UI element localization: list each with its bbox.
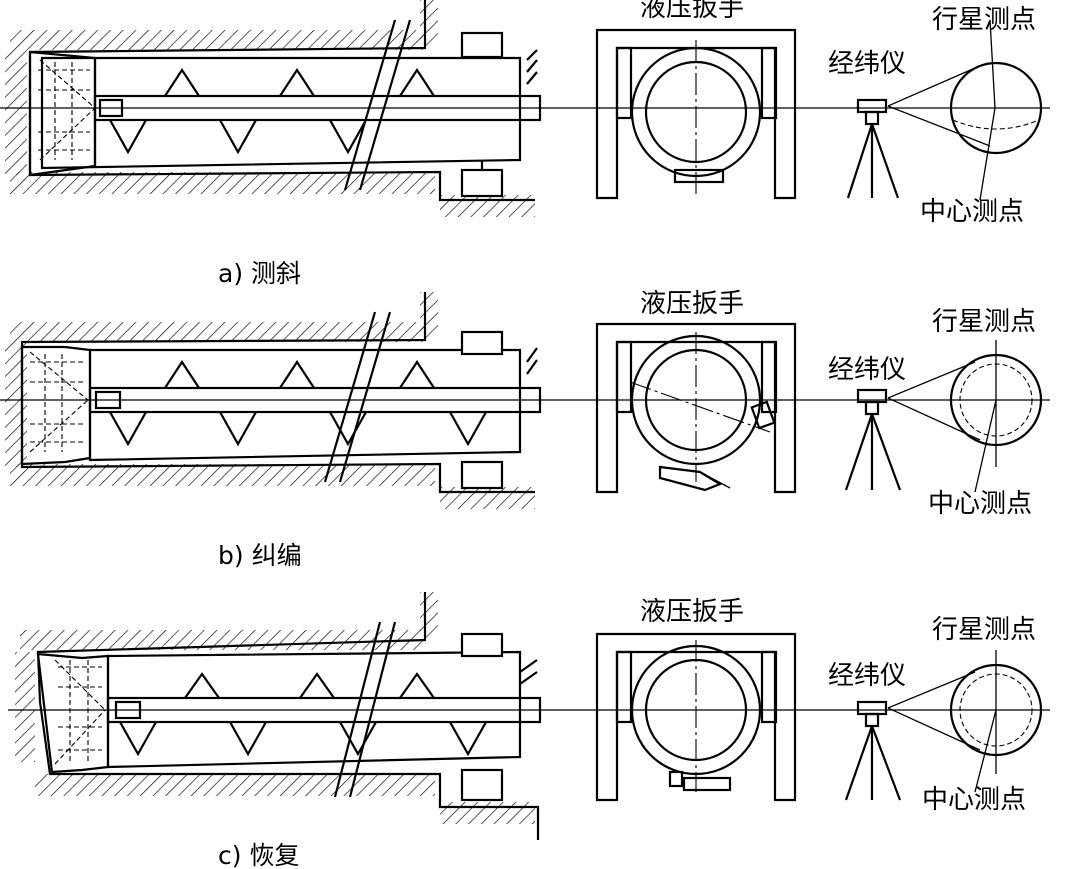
panel-a: 液压扳手 经纬仪 行星测点 中心测点 a) 测斜 [0, 0, 1050, 288]
panel-caption: c) 恢复 [218, 841, 299, 869]
pipe-section [5, 0, 542, 217]
panel-b: 液压扳手 经纬仪 行星测点 中心测点 b) 纠编 [0, 289, 1050, 570]
wrench-label: 液压扳手 [640, 289, 744, 319]
pipe-section [15, 592, 542, 840]
panel-caption: a) 测斜 [218, 259, 301, 288]
wrench-label: 液压扳手 [640, 597, 744, 627]
panel-c: 液压扳手 经纬仪 行星测点 中心测点 c) 恢复 [8, 592, 1050, 869]
panel-caption: b) 纠编 [218, 541, 302, 570]
theodolite [844, 700, 902, 801]
planet-point-label: 行星测点 [932, 615, 1036, 645]
wrench-frame [595, 632, 797, 802]
target-circle [887, 19, 1043, 201]
center-point-label: 中心测点 [928, 489, 1032, 519]
center-point-label: 中心测点 [922, 785, 1026, 815]
theodolite-label: 经纬仪 [828, 49, 906, 79]
wrench-frame [595, 28, 797, 200]
center-point-label: 中心测点 [920, 197, 1024, 227]
planet-point-label: 行星测点 [932, 307, 1036, 337]
theodolite [844, 388, 902, 491]
wrench-frame [595, 322, 797, 494]
theodolite-label: 经纬仪 [828, 355, 906, 385]
theodolite-label: 经纬仪 [828, 661, 906, 691]
planet-point-label: 行星测点 [932, 5, 1036, 35]
pipe-section [5, 292, 542, 509]
target-circle [887, 650, 1043, 793]
wrench-label: 液压扳手 [640, 0, 744, 23]
target-circle [887, 340, 1043, 493]
theodolite [846, 98, 900, 199]
